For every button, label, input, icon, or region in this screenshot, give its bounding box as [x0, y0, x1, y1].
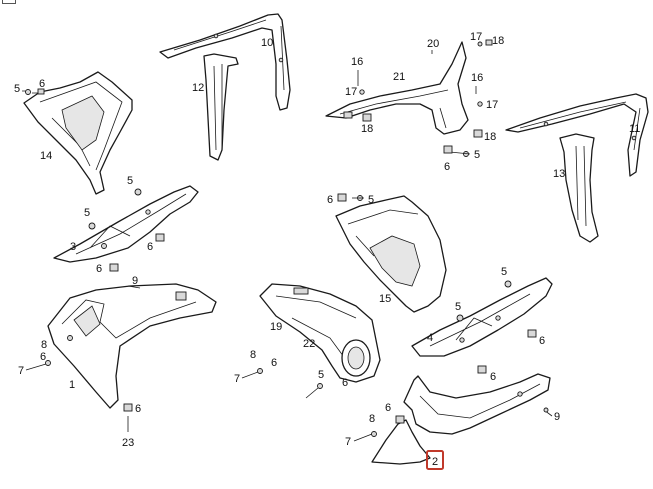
callout-9b: 9 [554, 411, 560, 423]
part-21[interactable] [325, 41, 469, 135]
callout-21: 21 [393, 71, 405, 83]
part-1[interactable] [47, 283, 217, 409]
callout-6d: 6 [40, 351, 46, 363]
callout-6h: 6 [444, 161, 450, 173]
part-15[interactable] [335, 195, 447, 313]
callout-6c: 6 [96, 263, 102, 275]
callout-3: 3 [70, 241, 76, 253]
callout-22: 22 [303, 338, 315, 350]
callout-18a: 18 [492, 35, 504, 47]
callout-6a: 6 [39, 78, 45, 90]
callout-8a: 8 [41, 339, 47, 351]
part-2[interactable] [371, 373, 551, 465]
callout-12: 12 [192, 82, 204, 94]
callout-19: 19 [270, 321, 282, 333]
callout-6e: 6 [135, 403, 141, 415]
callout-5f: 5 [368, 194, 374, 206]
callout-6k: 6 [490, 371, 496, 383]
callout-6l: 6 [385, 402, 391, 414]
callout-13: 13 [553, 168, 565, 180]
part-10[interactable] [159, 13, 291, 111]
part-12[interactable] [203, 53, 239, 161]
callout-17a: 17 [470, 31, 482, 43]
callout-17c: 17 [486, 99, 498, 111]
callout-9a: 9 [132, 275, 138, 287]
callout-7b: 7 [234, 373, 240, 385]
callout-18c: 18 [484, 131, 496, 143]
callout-8b: 8 [250, 349, 256, 361]
callout-5e: 5 [474, 149, 480, 161]
callout-2-selected[interactable]: 2 [426, 450, 444, 470]
callout-18b: 18 [361, 123, 373, 135]
callout-16b: 16 [471, 72, 483, 84]
part-19-22[interactable] [259, 283, 381, 383]
callout-15: 15 [379, 293, 391, 305]
callout-6g: 6 [342, 377, 348, 389]
callout-23: 23 [122, 437, 134, 449]
callout-5d: 5 [318, 369, 324, 381]
callout-8c: 8 [369, 413, 375, 425]
part-13[interactable] [559, 133, 599, 243]
callout-4: 4 [427, 332, 433, 344]
callout-10: 10 [261, 37, 273, 49]
corner-mark [2, 0, 16, 4]
part-4[interactable] [411, 277, 553, 357]
callout-17b: 17 [345, 86, 357, 98]
callout-11: 11 [629, 123, 640, 135]
callout-7a: 7 [18, 365, 24, 377]
callout-6b: 6 [147, 241, 153, 253]
callout-5c: 5 [84, 207, 90, 219]
part-3[interactable] [53, 185, 199, 263]
callout-6j: 6 [539, 335, 545, 347]
callout-6i: 6 [327, 194, 333, 206]
callout-7c: 7 [345, 436, 351, 448]
callout-20: 20 [427, 38, 439, 50]
callout-5b: 5 [127, 175, 133, 187]
callout-5h: 5 [455, 301, 461, 313]
part-14[interactable] [23, 71, 133, 195]
callout-6f: 6 [271, 357, 277, 369]
callout-5g: 5 [501, 266, 507, 278]
callout-16a: 16 [351, 56, 363, 68]
callout-1: 1 [69, 379, 75, 391]
callout-14: 14 [40, 150, 52, 162]
callout-2: 2 [432, 456, 438, 468]
part-11[interactable] [505, 93, 649, 177]
callout-5a: 5 [14, 83, 20, 95]
